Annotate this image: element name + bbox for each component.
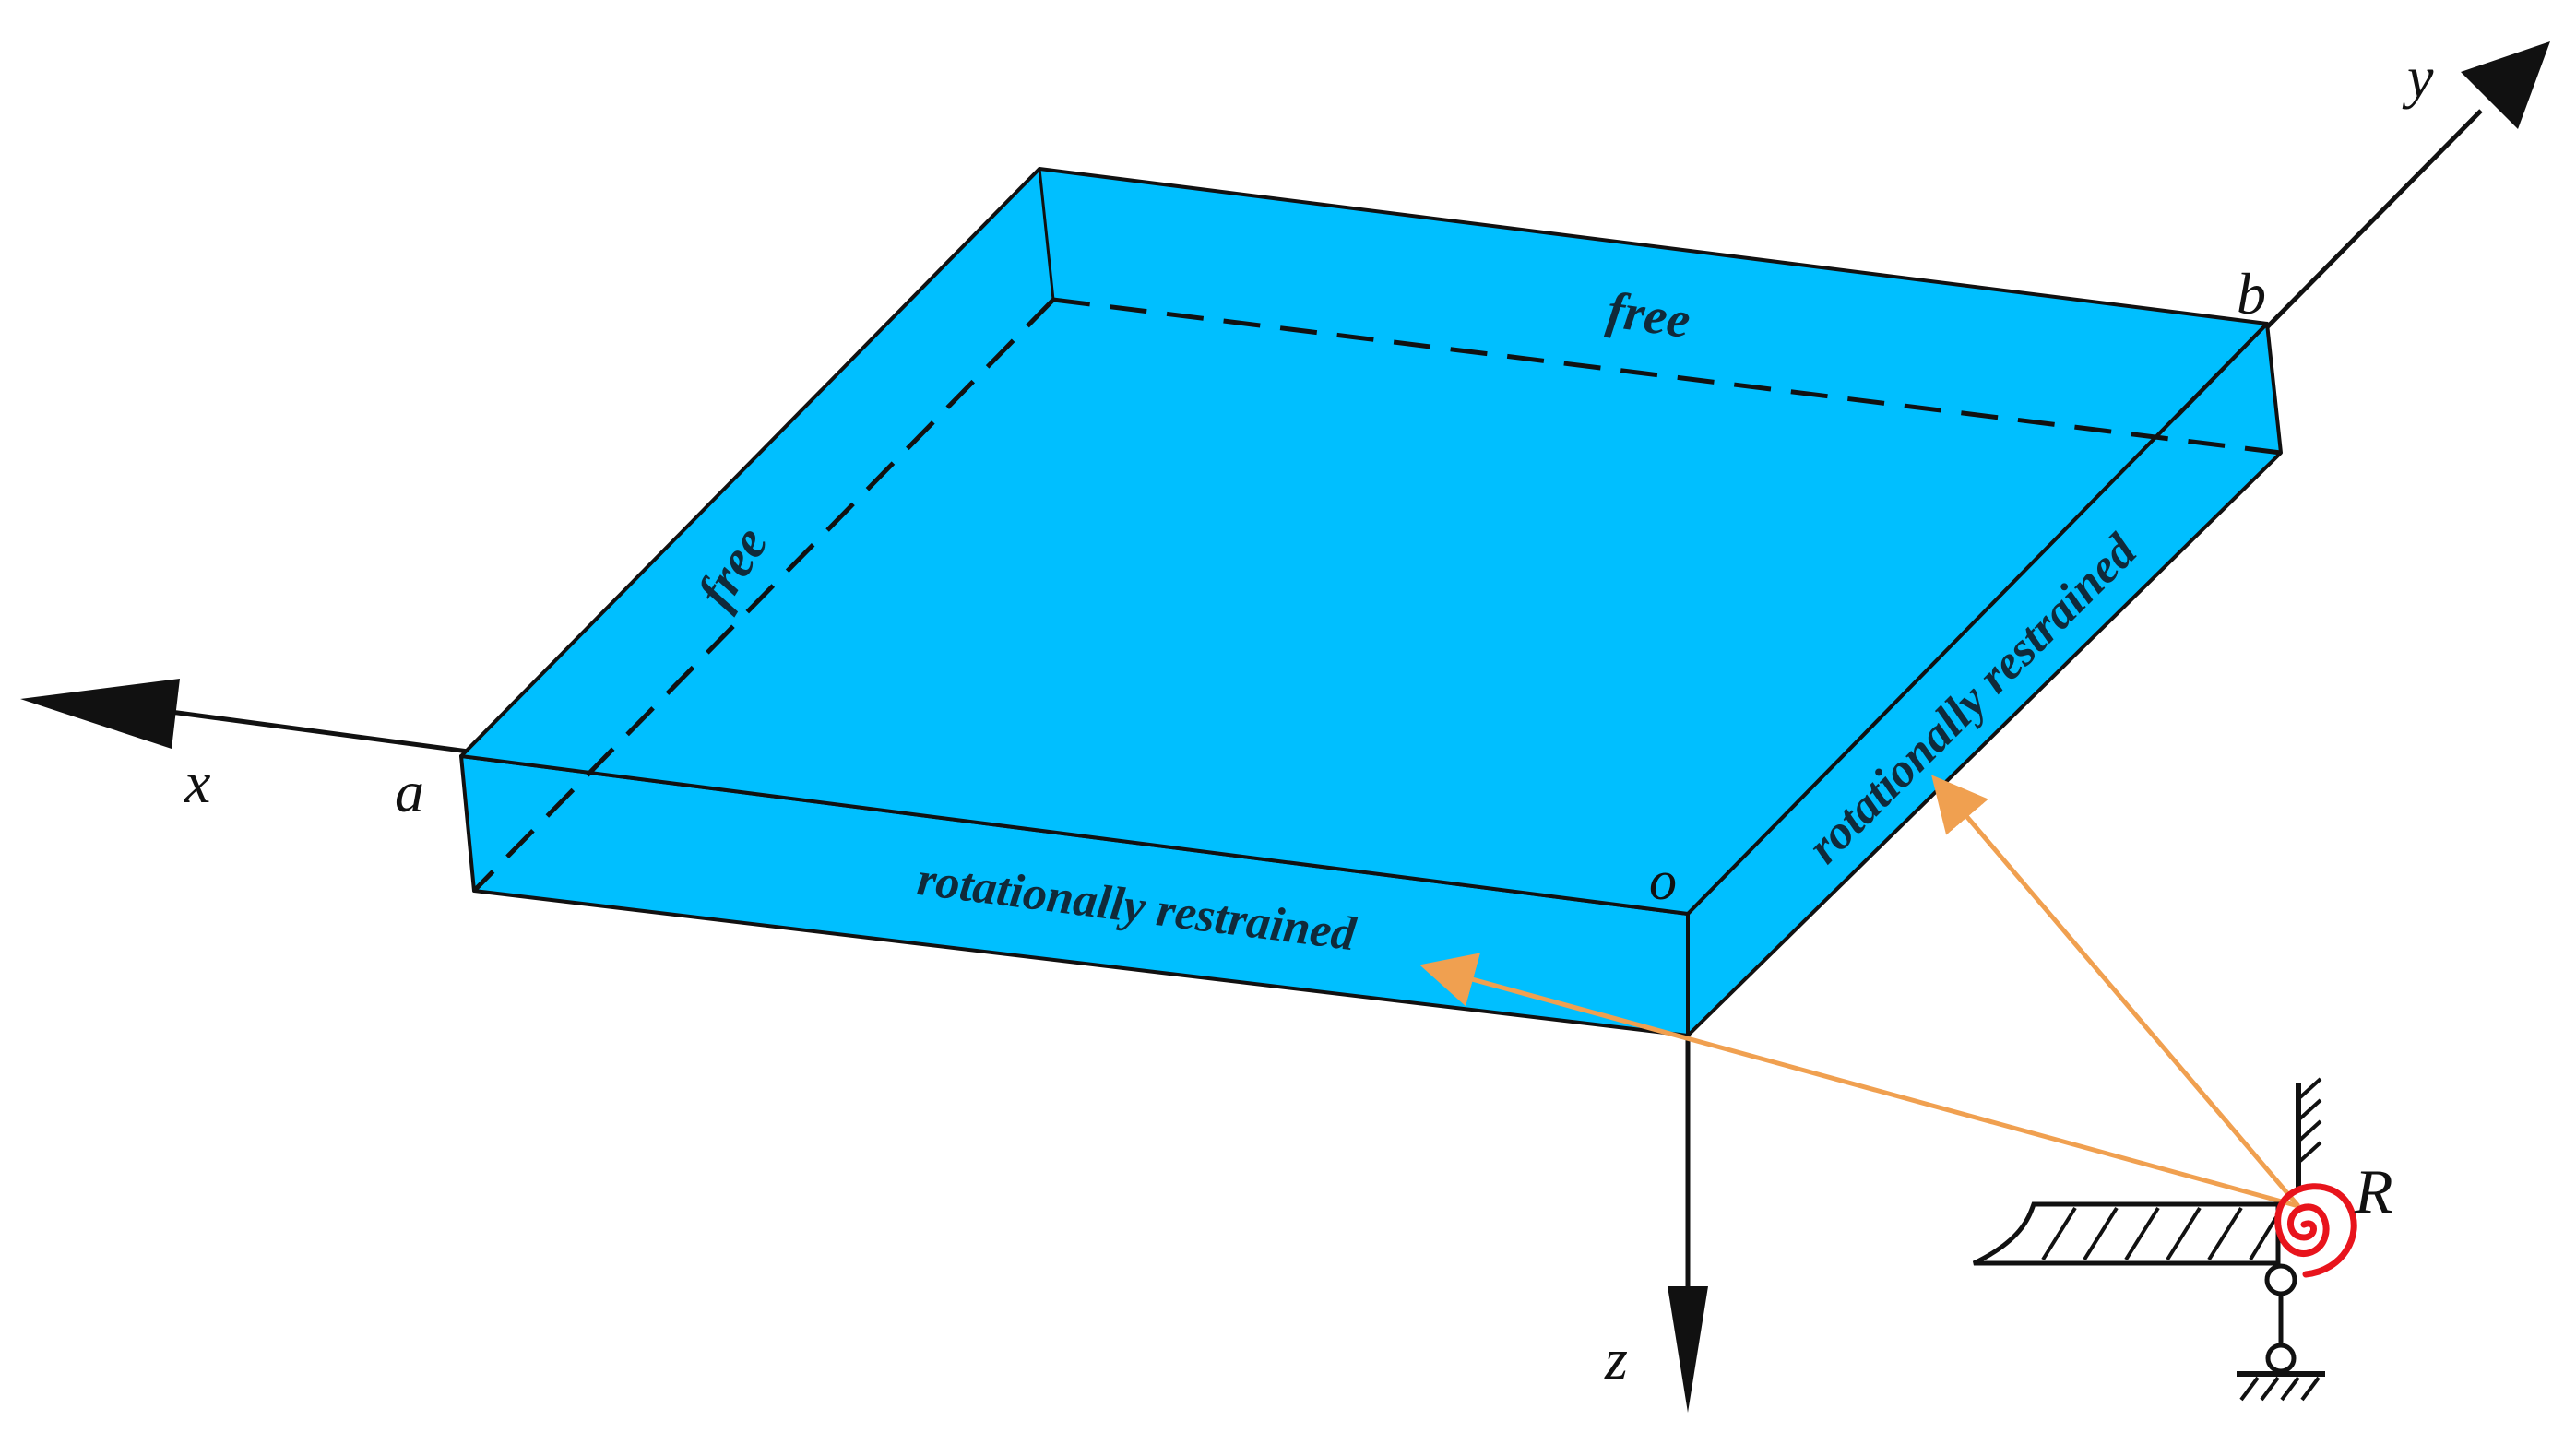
label-free-back: free xyxy=(1604,281,1694,349)
y-axis-arrowhead xyxy=(2461,41,2550,129)
pointer-arrow-front xyxy=(1419,953,2299,1209)
corner-b-label: b xyxy=(2237,261,2266,326)
x-axis-label: x xyxy=(184,750,210,815)
support-beam xyxy=(1972,1201,2281,1266)
y-axis-through-plate xyxy=(2175,322,2269,419)
corner-o-label: o xyxy=(1649,850,1677,911)
rotational-spring-support xyxy=(1972,1077,2357,1402)
z-axis xyxy=(1668,1036,1708,1413)
plate-back-edge xyxy=(1038,168,1055,301)
hidden-edge-back xyxy=(1052,297,2282,456)
z-axis-arrowhead xyxy=(1668,1286,1708,1413)
y-axis-label: y xyxy=(2402,44,2434,110)
spring-coil xyxy=(2274,1183,2357,1278)
corner-a-label: a xyxy=(395,759,424,824)
spring-label-R: R xyxy=(2354,1156,2393,1226)
x-axis-arrowhead xyxy=(20,679,180,749)
pointer-arrow-right xyxy=(1931,775,2300,1208)
hidden-edge-left xyxy=(472,298,1055,893)
z-axis-label: z xyxy=(1604,1326,1628,1391)
plate xyxy=(459,167,2283,1037)
